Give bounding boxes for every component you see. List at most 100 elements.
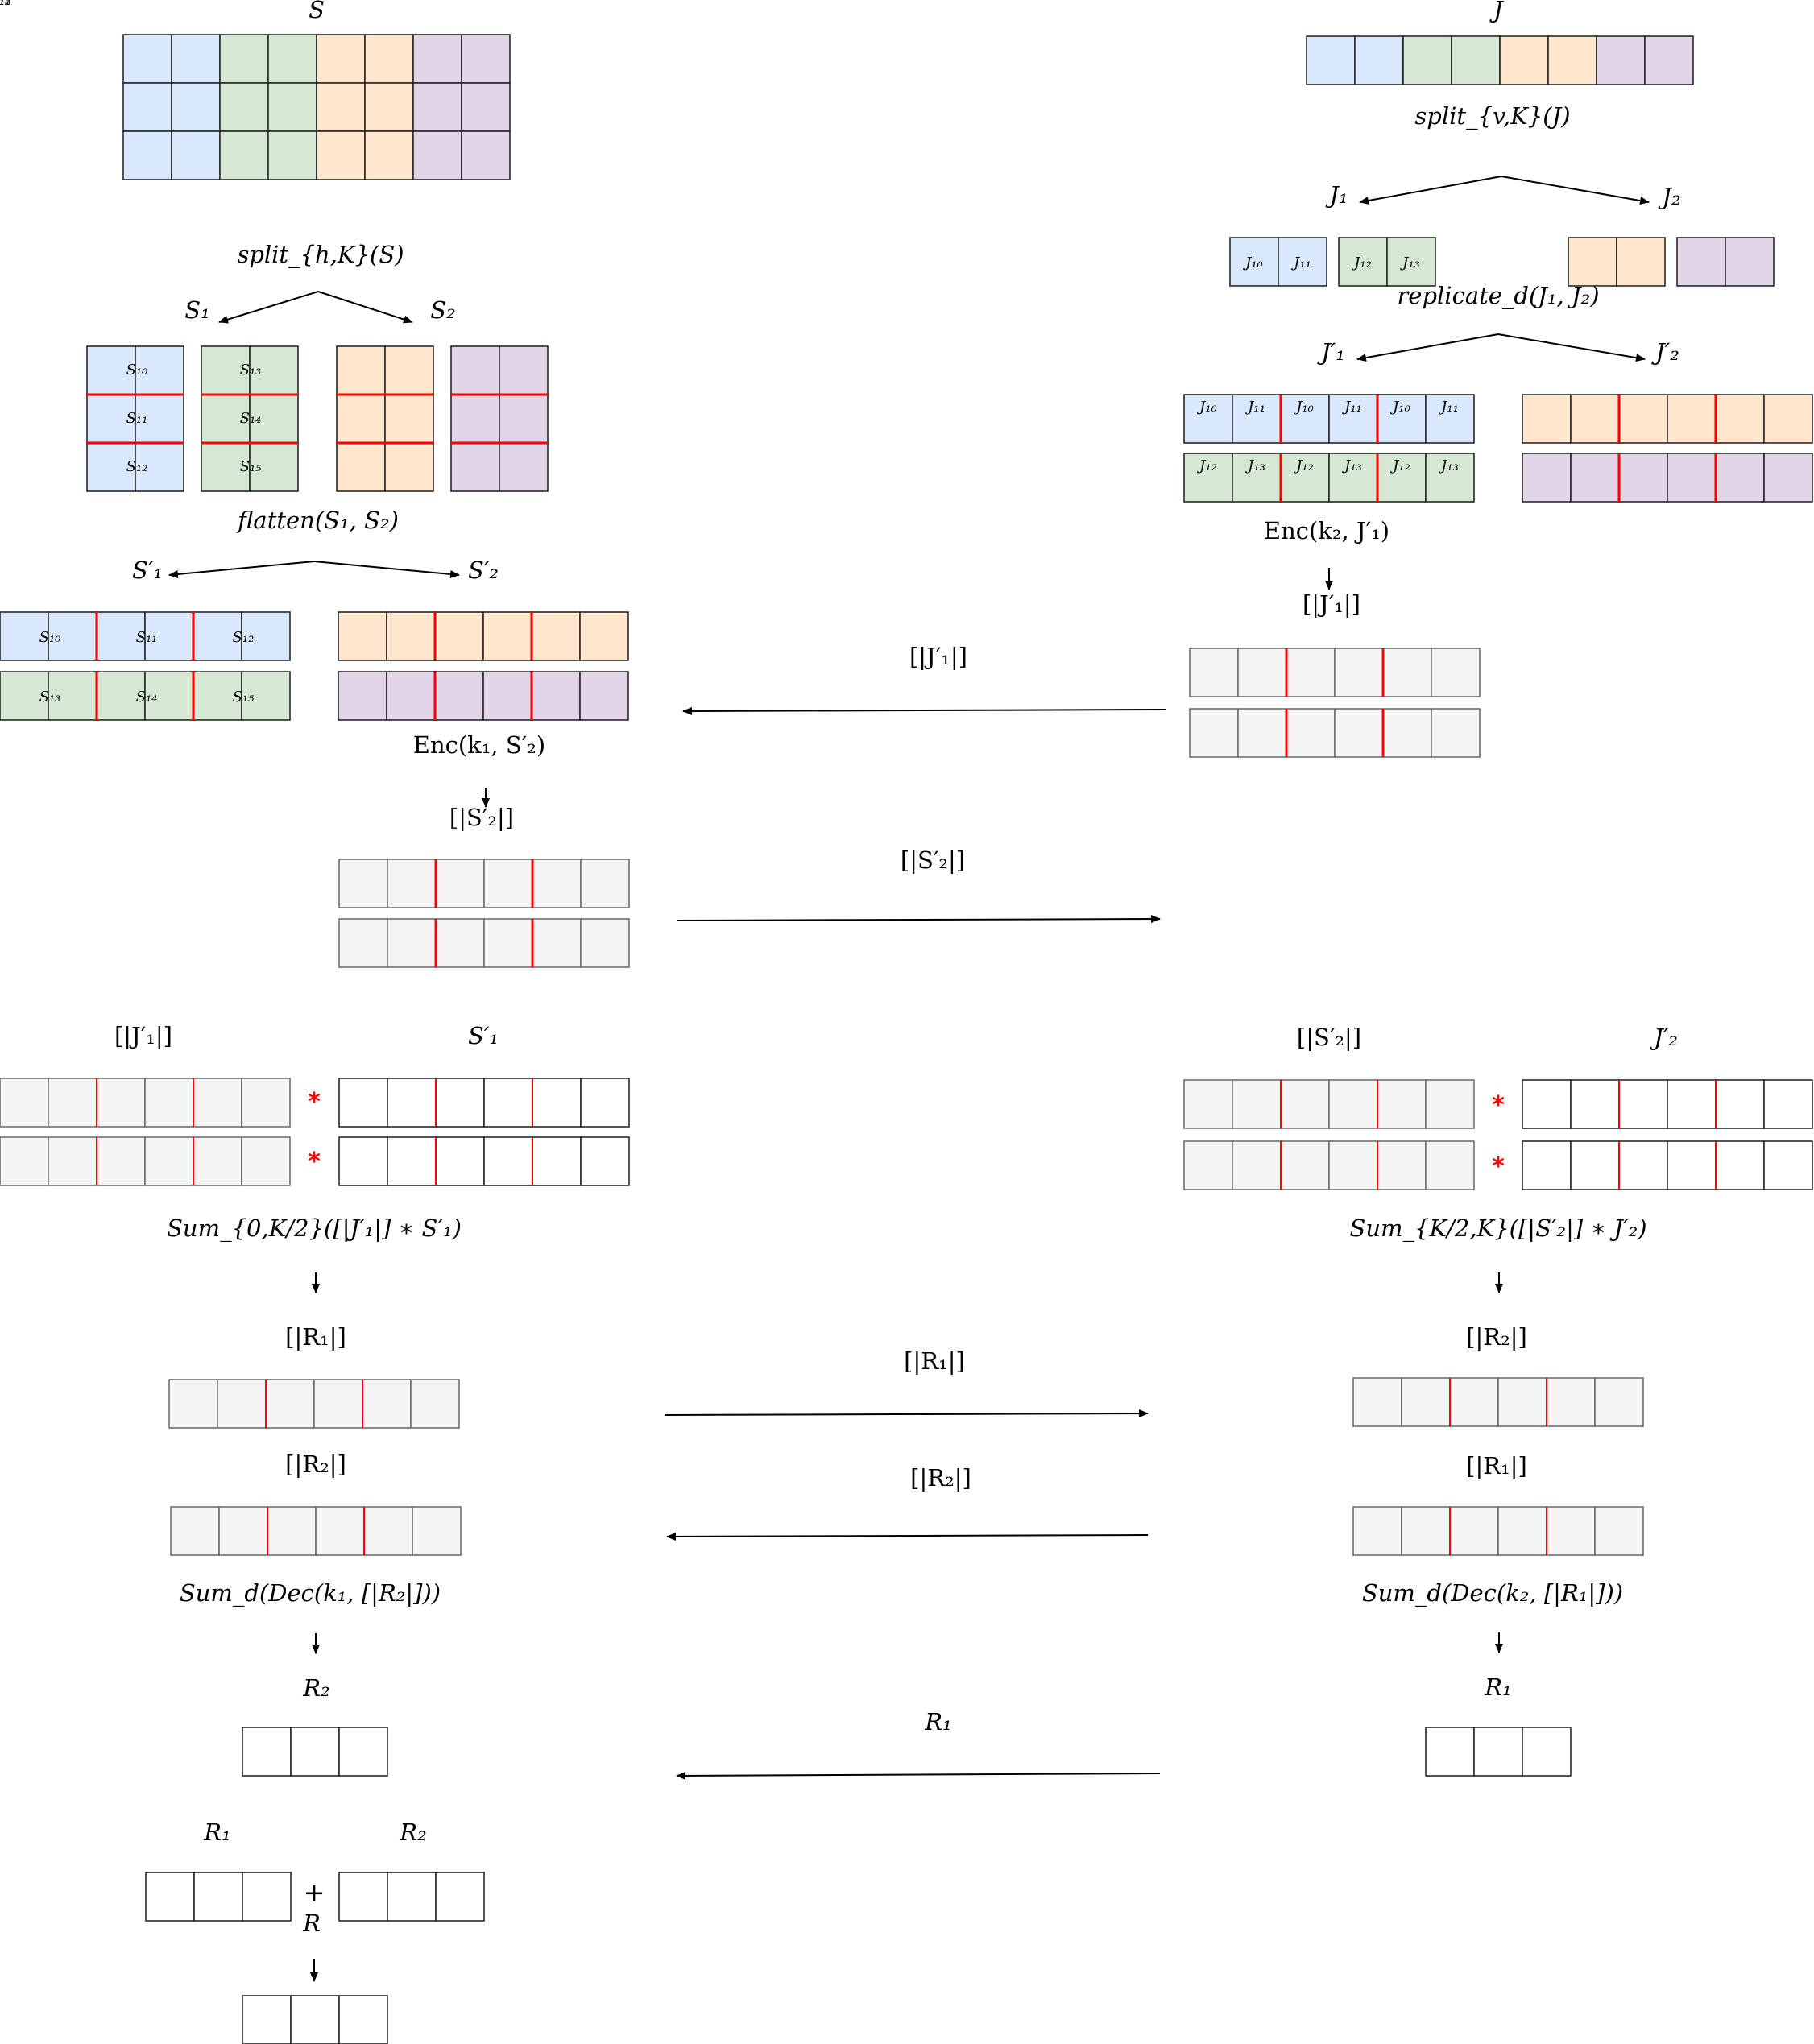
cell xyxy=(461,34,511,84)
cell xyxy=(1382,708,1432,758)
cell-label-S2: S₁₄ xyxy=(240,410,262,427)
cell xyxy=(1183,1140,1233,1190)
cell xyxy=(461,130,511,180)
enc-J1p-row1 xyxy=(1189,648,1481,697)
cell xyxy=(96,1078,146,1128)
cell xyxy=(580,918,630,968)
cell xyxy=(1667,1079,1717,1129)
cell xyxy=(1232,453,1282,503)
cell xyxy=(0,671,49,721)
cell xyxy=(144,1136,194,1186)
cell xyxy=(217,1379,267,1429)
cell xyxy=(219,130,269,180)
label-L-top-a: [|J′₁|] xyxy=(114,1022,172,1049)
cell xyxy=(434,611,484,661)
arrow-split-j1 xyxy=(1359,176,1502,205)
cell xyxy=(313,1379,363,1429)
cell xyxy=(1618,1140,1668,1190)
cell xyxy=(499,394,549,444)
cell xyxy=(1328,453,1378,503)
label-R2-L: R₂ xyxy=(302,1674,329,1702)
cell-label-S1: S₁₀ xyxy=(0,0,10,9)
cell xyxy=(1232,1079,1282,1129)
cell xyxy=(412,34,462,84)
label-J1: J₁ xyxy=(1325,181,1348,209)
cell xyxy=(1497,1377,1547,1427)
cell xyxy=(434,671,484,721)
enc-J1p-row2 xyxy=(1189,708,1481,758)
cell xyxy=(338,918,388,968)
cell xyxy=(435,1136,485,1186)
cell xyxy=(1232,394,1282,444)
cell xyxy=(362,1379,412,1429)
cell xyxy=(1229,237,1279,287)
cell xyxy=(1425,453,1475,503)
cell-label-S1p: S₁₁ xyxy=(136,629,158,646)
cell xyxy=(241,611,291,661)
block-S2-purple xyxy=(450,345,549,492)
cell xyxy=(1568,237,1617,287)
cell xyxy=(242,1995,292,2044)
cell xyxy=(338,1995,388,2044)
rep-J1p-row1 xyxy=(1183,394,1475,444)
cell xyxy=(483,918,533,968)
label-decR: Sum_d(Dec(k₂, [|R₁|])) xyxy=(1362,1579,1623,1607)
label-encS-res: [|S′₂|] xyxy=(449,804,514,831)
cell xyxy=(387,918,437,968)
cell xyxy=(1449,1377,1499,1427)
cell xyxy=(1676,237,1726,287)
vec-final-R1 xyxy=(145,1872,292,1922)
cell xyxy=(267,1506,317,1556)
arrow-msgR1-plain xyxy=(676,1771,1161,1780)
label-replicate: replicate_d(J₁, J₂) xyxy=(1397,282,1599,310)
cell-label-S2: S₁₅ xyxy=(240,458,262,475)
cell xyxy=(338,611,387,661)
cell xyxy=(387,859,437,908)
cell xyxy=(48,671,97,721)
cell xyxy=(1570,453,1620,503)
cell xyxy=(122,130,172,180)
cell xyxy=(364,34,414,84)
label-R2enc-R: [|R₂|] xyxy=(1466,1323,1527,1351)
cell xyxy=(1715,394,1765,444)
cell xyxy=(241,1136,291,1186)
cell xyxy=(1763,1079,1813,1129)
cell-label-S1: S₁₂ xyxy=(0,0,10,9)
cell xyxy=(1644,35,1694,85)
cell-label-J1: J₁₁ xyxy=(1290,254,1311,271)
cell xyxy=(1594,1506,1644,1556)
cell-label-J1p: J₁₀ xyxy=(1389,399,1410,416)
cell xyxy=(1522,1727,1572,1777)
flat-S2p-row1 xyxy=(338,611,629,661)
cell-label-S1p: S₁₄ xyxy=(136,689,158,705)
cell xyxy=(1189,708,1239,758)
cell xyxy=(135,442,184,492)
mul-L-gray-1 xyxy=(0,1078,291,1128)
cell xyxy=(579,671,629,721)
mul-R-gray-1 xyxy=(1183,1079,1475,1129)
label-encJ: Enc(k₂, J′₁) xyxy=(1264,517,1389,544)
cell xyxy=(1334,708,1384,758)
cell-label-S1: S₁₀ xyxy=(126,362,148,379)
cell xyxy=(1183,453,1233,503)
cell xyxy=(1473,1727,1523,1777)
cell xyxy=(580,1078,630,1128)
cell xyxy=(1377,1140,1427,1190)
vec-R2-L xyxy=(242,1727,388,1777)
cell xyxy=(412,1506,462,1556)
mul-R-white-1 xyxy=(1522,1079,1813,1129)
label-S2p: S′₂ xyxy=(468,557,499,584)
arrow-msgR1 xyxy=(664,1409,1149,1418)
arrow-split-s2 xyxy=(317,291,413,324)
cell xyxy=(387,1136,437,1186)
cell xyxy=(1183,1079,1233,1129)
flat-S2p-row2 xyxy=(338,671,629,721)
label-finalR1: R₁ xyxy=(203,1818,230,1846)
cell xyxy=(290,1727,340,1777)
cell xyxy=(499,345,549,395)
cell xyxy=(1352,1506,1402,1556)
label-S: S xyxy=(309,0,325,23)
cell xyxy=(1278,237,1327,287)
cell xyxy=(1667,1140,1717,1190)
